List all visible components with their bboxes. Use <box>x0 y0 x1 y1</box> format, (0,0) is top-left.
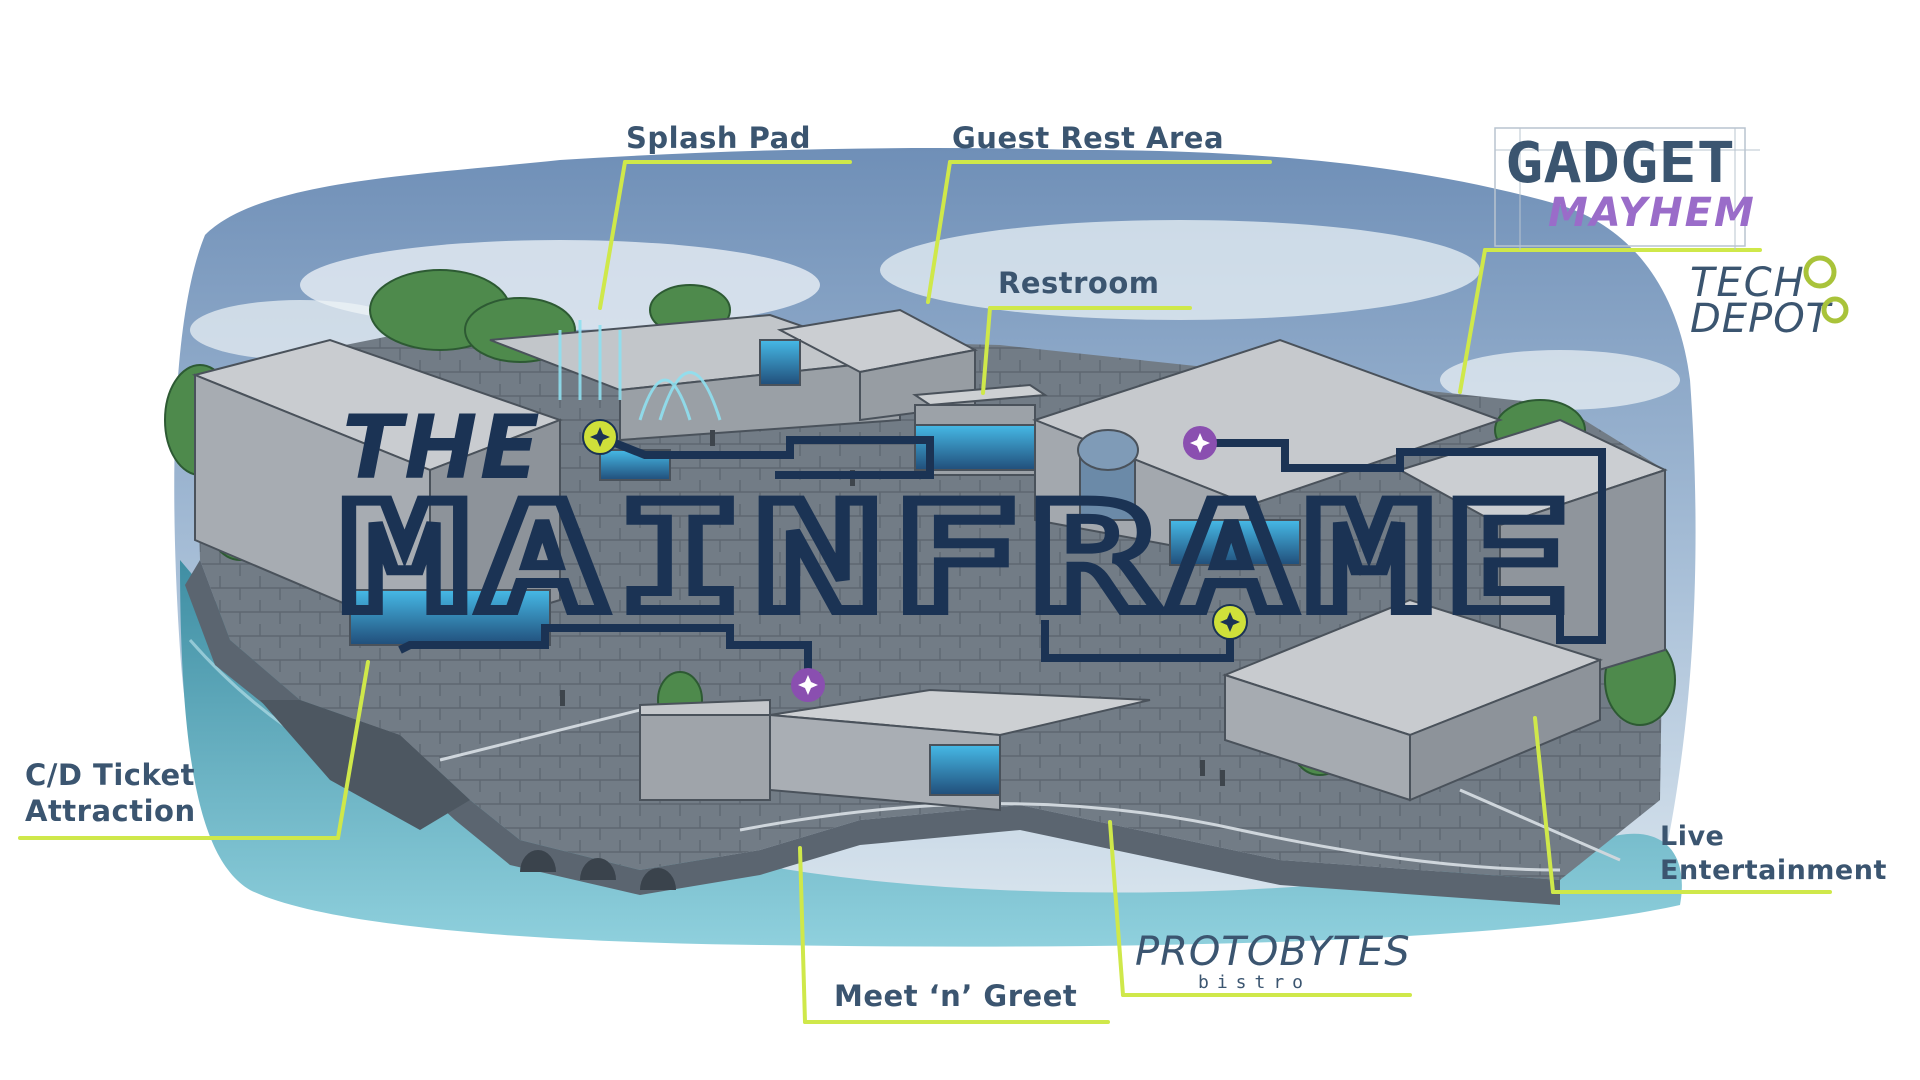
protobytes-text: PROTOBYTES <box>1135 929 1411 975</box>
title-the: THE <box>342 396 542 499</box>
map-markers <box>582 419 1248 702</box>
marker-lime-2[interactable] <box>1212 604 1248 640</box>
label-cd-ticket-line1: C/D Ticket <box>25 758 195 792</box>
label-live-entertainment[interactable]: Live Entertainment <box>1660 820 1887 888</box>
label-guest-rest-area[interactable]: Guest Rest Area <box>952 121 1225 155</box>
label-restroom[interactable]: Restroom <box>998 266 1160 300</box>
gear-icon <box>1803 255 1849 324</box>
marker-purple-1[interactable] <box>1183 426 1217 460</box>
label-splash-pad[interactable]: Splash Pad <box>626 121 811 155</box>
buildings <box>191 308 1668 812</box>
label-live-line1: Live <box>1660 821 1725 852</box>
leader-lines <box>18 160 1832 1024</box>
gadget-mayhem-logo: GADGET MAYHEM <box>1494 127 1760 250</box>
protobytes-logo: PROTOBYTES bistro <box>1135 929 1411 993</box>
label-meet-n-greet[interactable]: Meet ‘n’ Greet <box>834 979 1078 1013</box>
marker-lime-1[interactable] <box>582 419 618 455</box>
marker-purple-2[interactable] <box>791 668 825 702</box>
gadget-text: GADGET <box>1505 131 1735 196</box>
label-cd-ticket-attraction[interactable]: C/D Ticket Attraction <box>25 757 196 830</box>
label-live-line2: Entertainment <box>1660 854 1887 886</box>
tech-depot-logo: TECH DEPOT <box>1690 255 1849 342</box>
mayhem-text: MAYHEM <box>1548 190 1756 236</box>
title: THE MAINFRAME <box>335 396 1580 651</box>
tech-text: TECH <box>1690 260 1806 306</box>
bistro-text: bistro <box>1198 972 1311 993</box>
splash-pad-fountains <box>558 320 722 421</box>
depot-text: DEPOT <box>1690 296 1834 342</box>
label-cd-ticket-line2: Attraction <box>25 794 196 829</box>
title-mainframe: MAINFRAME <box>340 472 1580 646</box>
